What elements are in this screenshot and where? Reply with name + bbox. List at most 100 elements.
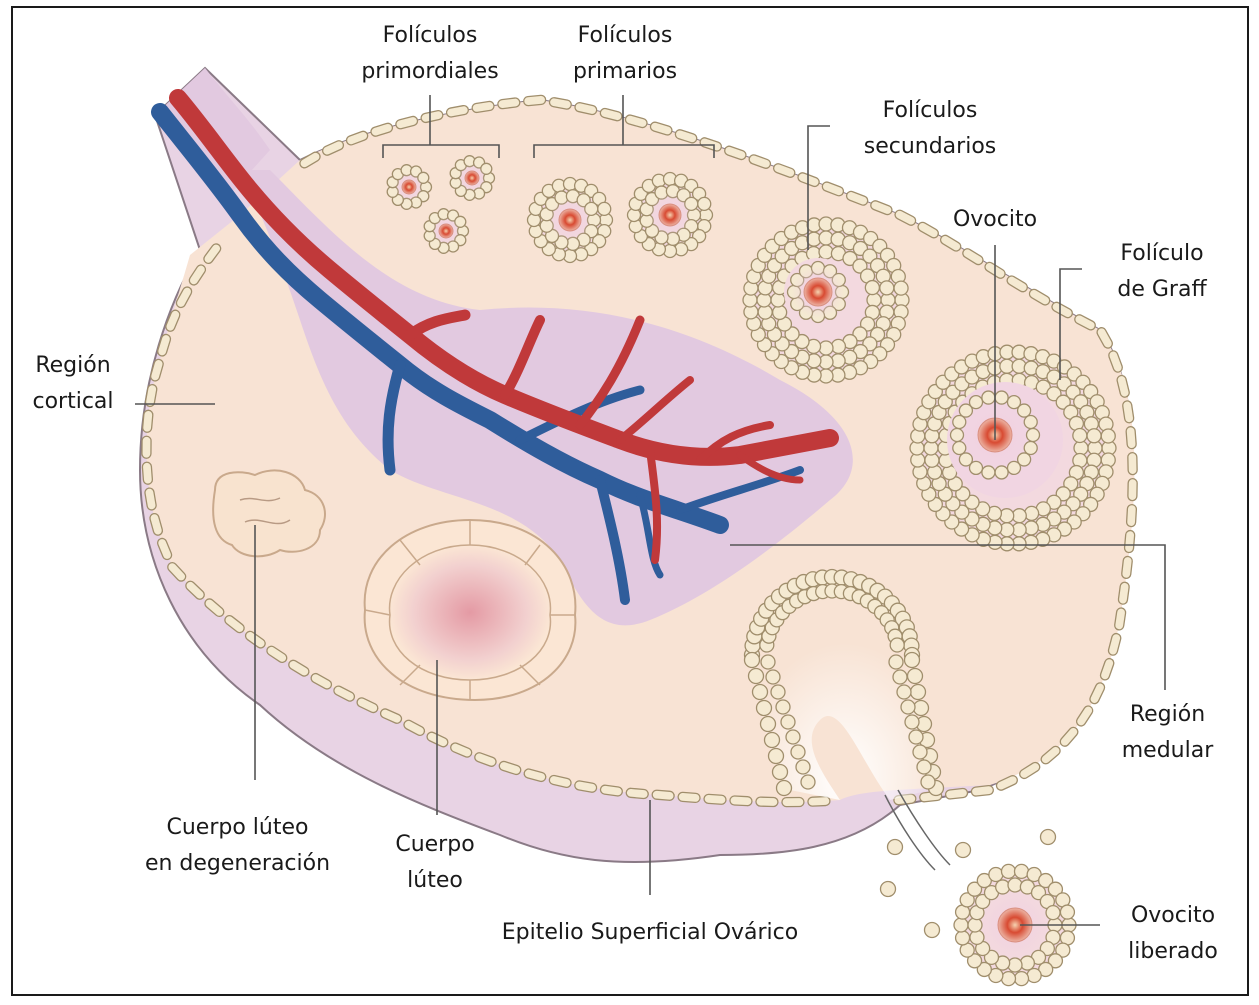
label-surface-epithelium: Epitelio Superficial Ovárico bbox=[480, 915, 820, 951]
granulosa-cell bbox=[749, 669, 764, 684]
label-oocyte: Ovocito bbox=[925, 202, 1065, 238]
label-graafian-follicle: Folículo de Graff bbox=[1092, 236, 1232, 308]
granulosa-cell bbox=[698, 197, 711, 210]
secondary-follicle bbox=[743, 217, 909, 383]
granulosa-cell bbox=[773, 305, 787, 319]
granulosa-cell bbox=[598, 202, 611, 215]
granulosa-cell bbox=[893, 670, 907, 684]
label-corpus-luteum: Cuerpo lúteo bbox=[375, 827, 495, 899]
granulosa-cell bbox=[1073, 429, 1087, 443]
granulosa-cell bbox=[982, 466, 995, 479]
label-cortical-region: Región cortical bbox=[18, 348, 128, 420]
granulosa-cell bbox=[765, 733, 780, 748]
granulosa-cell bbox=[905, 653, 920, 668]
granulosa-cell bbox=[1001, 864, 1015, 878]
granulosa-cell bbox=[819, 245, 833, 259]
epithelial-cell bbox=[142, 462, 153, 485]
granulosa-cell bbox=[901, 700, 915, 714]
granulosa-cell bbox=[745, 653, 760, 668]
oocyte bbox=[659, 204, 681, 226]
granulosa-cell bbox=[1015, 972, 1029, 986]
granulosa-cell bbox=[914, 701, 929, 716]
label-released-oocyte: Ovocito liberado bbox=[1108, 898, 1238, 970]
granulosa-cell bbox=[1101, 429, 1115, 443]
epithelial-cell bbox=[497, 98, 520, 110]
granulosa-cell bbox=[917, 760, 931, 774]
granulosa-cell bbox=[766, 670, 780, 684]
epithelial-cell bbox=[971, 785, 994, 796]
granulosa-cell bbox=[897, 685, 911, 699]
granulosa-cell bbox=[776, 700, 790, 714]
granulosa-cell bbox=[801, 775, 815, 789]
granulosa-cell bbox=[1000, 509, 1014, 523]
granulosa-cell bbox=[995, 391, 1008, 404]
epithelial-cell bbox=[142, 436, 151, 458]
granulosa-cell bbox=[761, 717, 776, 732]
granulosa-cell bbox=[769, 749, 784, 764]
label-primary-follicles: Folículos primarios bbox=[540, 18, 710, 90]
granulosa-cell bbox=[791, 745, 805, 759]
epithelial-cell bbox=[1121, 556, 1132, 579]
granulosa-cell bbox=[995, 466, 1008, 479]
granulosa-cell bbox=[894, 281, 908, 295]
granulosa-cell bbox=[890, 638, 904, 652]
released-oocyte bbox=[881, 830, 1077, 986]
epithelial-cell bbox=[1126, 426, 1137, 449]
epithelial-cell bbox=[808, 796, 830, 806]
granulosa-cell bbox=[954, 918, 968, 932]
granulosa-cell bbox=[1020, 956, 1034, 970]
granulosa-cell bbox=[913, 745, 927, 759]
loose-cell bbox=[956, 843, 971, 858]
granulosa-cell bbox=[761, 655, 775, 669]
granulosa-cell bbox=[1027, 429, 1040, 442]
oocyte bbox=[439, 224, 453, 238]
loose-cell bbox=[888, 840, 903, 855]
oocyte bbox=[559, 209, 581, 231]
oocyte bbox=[402, 180, 416, 194]
granulosa-cell bbox=[757, 701, 772, 716]
epithelial-cell bbox=[142, 410, 153, 433]
epithelial-cell bbox=[782, 797, 804, 806]
granulosa-cell bbox=[1087, 429, 1101, 443]
epithelial-cell bbox=[730, 796, 752, 806]
granulosa-cell bbox=[1025, 506, 1039, 520]
granulosa-cell bbox=[796, 760, 810, 774]
granulosa-cell bbox=[970, 930, 984, 944]
epithelial-cell bbox=[1126, 504, 1136, 526]
granulosa-cell bbox=[1008, 878, 1022, 892]
epithelial-cell bbox=[678, 792, 701, 803]
label-secondary-follicles: Folículos secundarios bbox=[845, 93, 1015, 165]
granulosa-cell bbox=[982, 391, 995, 404]
granulosa-cell bbox=[1001, 972, 1015, 986]
oocyte bbox=[804, 278, 832, 306]
granulosa-cell bbox=[880, 281, 894, 295]
granulosa-cell bbox=[1060, 905, 1074, 919]
granulosa-cell bbox=[831, 339, 845, 353]
granulosa-cell bbox=[773, 765, 788, 780]
epithelial-cell bbox=[1128, 453, 1137, 475]
granulosa-cell bbox=[968, 918, 982, 932]
granulosa-cell bbox=[771, 293, 785, 307]
granulosa-cell bbox=[1046, 906, 1060, 920]
granulosa-cell bbox=[753, 685, 768, 700]
graafian-follicle bbox=[910, 345, 1116, 551]
granulosa-cell bbox=[921, 775, 935, 789]
granulosa-cell bbox=[989, 868, 1003, 882]
granulosa-cell bbox=[1027, 968, 1041, 982]
granulosa-cell bbox=[819, 341, 833, 355]
label-medullary-region: Región medular bbox=[1100, 697, 1235, 769]
loose-cell bbox=[1041, 830, 1056, 845]
epithelial-cell bbox=[945, 788, 968, 799]
granulosa-cell bbox=[909, 730, 923, 744]
granulosa-cell bbox=[867, 293, 881, 307]
granulosa-cell bbox=[781, 715, 795, 729]
granulosa-cell bbox=[911, 685, 926, 700]
epithelial-cell bbox=[756, 797, 778, 807]
loose-cell bbox=[881, 882, 896, 897]
epithelial-cell bbox=[704, 794, 727, 804]
granulosa-cell bbox=[996, 880, 1010, 894]
epithelial-cell bbox=[626, 788, 649, 799]
epithelial-cell bbox=[1128, 479, 1137, 501]
granulosa-cell bbox=[956, 931, 970, 945]
